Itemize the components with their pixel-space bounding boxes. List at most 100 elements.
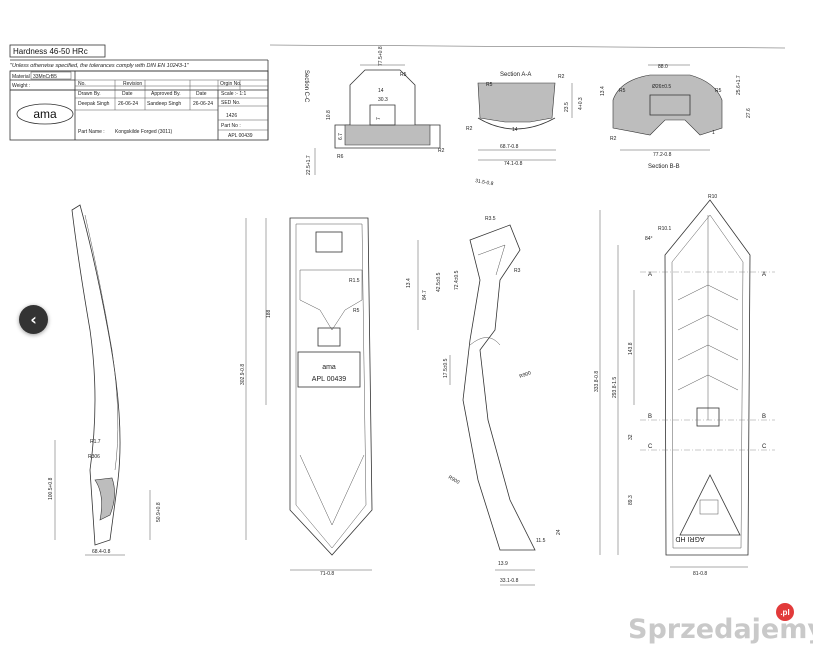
section-cc: Section C-C xyxy=(303,64,441,175)
dim-cc-8: R2 xyxy=(438,148,445,154)
back-view: AGRI HD A A B B C C xyxy=(599,199,775,568)
sed-value: 1426 xyxy=(226,113,237,119)
hardness-text: Hardness 46-50 HRc xyxy=(13,47,88,56)
dim-back-6: 32 xyxy=(628,434,634,440)
dim-front-4: 71-0.8 xyxy=(320,571,334,577)
part-name-value: Kongskilde Forged (3011) xyxy=(115,129,172,135)
cut-a-left: A xyxy=(648,272,652,278)
dim-back-8: 81-0.8 xyxy=(693,571,707,577)
front-view: ama APL 00439 xyxy=(245,217,373,571)
col-date2: Date xyxy=(196,91,207,97)
back-view-outline xyxy=(664,199,751,556)
dim-ang-12: 33.1-0.8 xyxy=(500,578,519,584)
dim-aa-1: R5 xyxy=(486,82,493,88)
approved-by-value: Sandeep Singh xyxy=(147,101,181,107)
front-name-plate xyxy=(297,351,361,388)
col-scale: Scale :- 1:1 xyxy=(221,91,247,97)
plate-brand: ama xyxy=(322,364,336,371)
agri-hd-mark: AGRI HD xyxy=(675,535,704,542)
cut-a-right: A xyxy=(762,272,766,278)
dimension-labels: 77.5+0.8 10.8 6.7 7 30.3 14 R6 R5 R2 22.… xyxy=(48,46,752,584)
angled-view xyxy=(417,224,536,586)
part-no-label: Part No : xyxy=(221,123,241,129)
dim-ang-5: 42.5±0.5 xyxy=(436,272,442,292)
cut-c-left: C xyxy=(648,444,653,450)
dim-ang-9: R900 xyxy=(447,475,461,486)
dim-ang-1: R3.5 xyxy=(485,216,496,222)
dim-back-2: 84° xyxy=(645,236,653,242)
dim-front-0: 188 xyxy=(266,309,272,318)
dim-ang-7: 17.5±0.5 xyxy=(443,358,449,378)
dim-aa-7: 4+0.3 xyxy=(578,97,584,110)
dim-bb-3: R5 xyxy=(619,88,626,94)
previous-image-button[interactable]: ‹ xyxy=(19,305,48,334)
approved-date-value: 26-06-24 xyxy=(193,101,213,107)
section-aa: Section A-A xyxy=(477,72,573,161)
col-approved-by: Approved By. xyxy=(151,91,181,97)
dim-back-3: 143.8 xyxy=(628,342,634,355)
section-bb-label: Section B-B xyxy=(648,164,680,170)
dim-ang-13: 24 xyxy=(556,529,562,535)
dim-side-3: 50.9+0.8 xyxy=(156,502,162,522)
col-drawn-by: Drawn By. xyxy=(78,91,101,97)
dim-cc-9: 22.5+1.7 xyxy=(306,155,312,175)
sed-label: SED No. xyxy=(221,100,240,106)
cut-b-left: B xyxy=(648,414,652,420)
part-no-value: APL 00439 xyxy=(228,133,253,139)
tolerance-note: "Unless otherwise specified, the toleran… xyxy=(10,63,190,69)
dim-front-3: R5 xyxy=(353,308,360,314)
ama-logo-text: ama xyxy=(33,107,57,121)
dim-ang-4: 72.4±0.5 xyxy=(454,270,460,290)
dim-bb-5: R5 xyxy=(715,88,722,94)
dim-ang-10: 11.5 xyxy=(536,538,546,544)
back-triangle-boss xyxy=(679,474,741,536)
dim-ang-6: 84.7 xyxy=(422,290,428,300)
dim-back-0: R10 xyxy=(708,194,717,200)
dim-bb-2: 13.4 xyxy=(600,86,606,96)
dim-back-7: 89.3 xyxy=(628,495,634,505)
dim-front-2: R1.5 xyxy=(349,278,360,284)
dim-aa-6: 74.1-0.8 xyxy=(504,161,523,167)
dim-ang-8: R900 xyxy=(519,370,532,380)
dim-side-2: 100.5+0.8 xyxy=(48,477,54,500)
dim-ang-2: R3 xyxy=(514,268,521,274)
dim-ang-3: 13.4 xyxy=(406,278,412,288)
drawn-date-value: 26-06-24 xyxy=(118,101,138,107)
ama-logo-icon xyxy=(16,103,74,125)
dim-back-4: 333.8-0.8 xyxy=(594,371,600,392)
dim-bb-7: 25.6+1.7 xyxy=(736,75,742,95)
dim-cc-1: 10.8 xyxy=(326,110,332,120)
cut-b-right: B xyxy=(762,414,766,420)
hardness-box xyxy=(9,44,106,58)
dim-aa-3: 23.5 xyxy=(564,102,570,112)
dim-cc-4: 30.3 xyxy=(378,97,388,103)
section-cc-label: Section C-C xyxy=(303,70,309,103)
dim-aa-2: R2 xyxy=(466,126,473,132)
title-table xyxy=(9,70,269,141)
front-square-hole xyxy=(317,327,341,347)
dim-side-4: 68.4-0.8 xyxy=(92,549,111,555)
dim-cc-7: R5 xyxy=(400,72,407,78)
col-revision: Revision xyxy=(123,81,142,87)
side-view xyxy=(54,204,151,556)
part-name-label: Part Name : xyxy=(78,129,105,135)
section-bb: Section B-B xyxy=(612,64,723,170)
angled-view-outline xyxy=(462,224,536,551)
dim-aa-5: 68.7-0.8 xyxy=(500,144,519,150)
col-orig-no: Orgin No. xyxy=(220,81,241,87)
front-top-slot xyxy=(315,231,343,253)
material-value: 33MnCrB5 xyxy=(33,74,57,80)
side-view-outline xyxy=(71,204,121,546)
cut-c-right: C xyxy=(762,444,767,450)
front-view-outline xyxy=(289,217,373,556)
material-label: Material xyxy=(12,74,30,80)
dim-bb-0: 88.0 xyxy=(658,64,668,70)
chevron-left-icon: ‹ xyxy=(30,309,37,329)
col-no: No. xyxy=(78,81,86,87)
dim-aa-4: 14 xyxy=(512,127,518,133)
dim-bb-6: 27.6 xyxy=(746,108,752,118)
back-square-hole xyxy=(696,407,720,427)
section-aa-label: Section A-A xyxy=(500,72,531,78)
